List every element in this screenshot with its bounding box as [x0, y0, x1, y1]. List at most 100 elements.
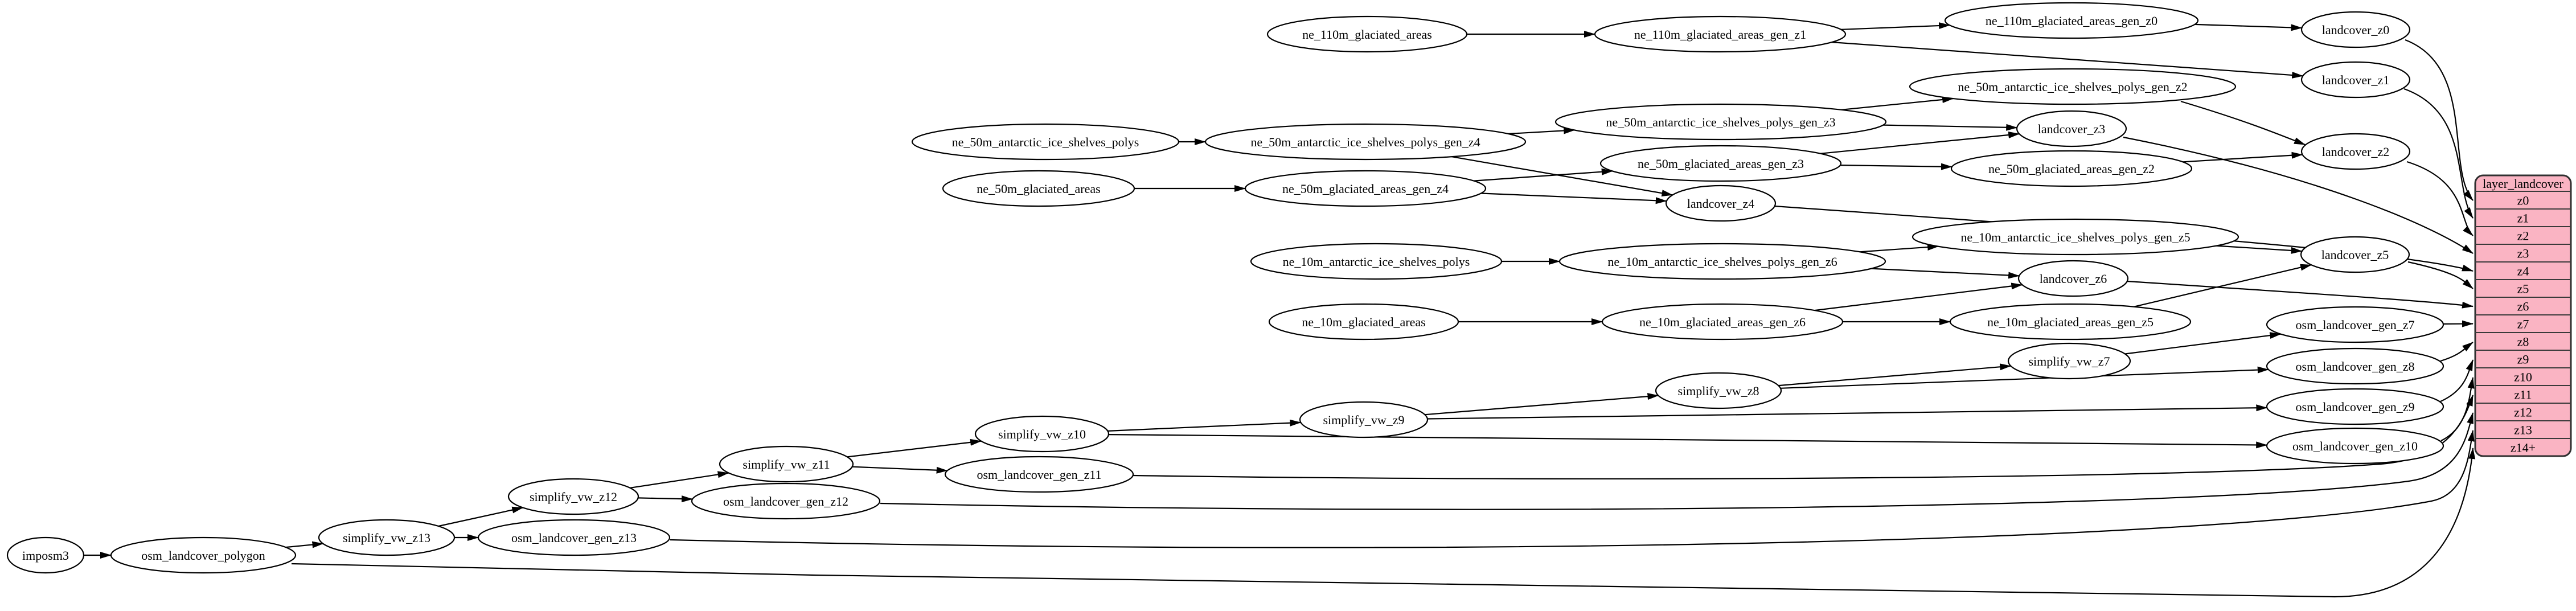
node-ne_10m_antarctic_ice_shelves_polys_gen_z6: ne_10m_antarctic_ice_shelves_polys_gen_z…	[1558, 243, 1886, 280]
node-label-osm_landcover_gen_z11: osm_landcover_gen_z11	[977, 468, 1101, 482]
node-ellipse-landcover_z1	[2300, 61, 2411, 99]
node-label-osm_landcover_gen_z13: osm_landcover_gen_z13	[511, 531, 637, 545]
node-ne_110m_glaciated_areas_gen_z0: ne_110m_glaciated_areas_gen_z0	[1944, 2, 2199, 39]
node-ellipse-ne_110m_glaciated_areas	[1266, 15, 1468, 53]
table-layer-landcover: layer_landcoverz0z1z2z3z4z5z6z7z8z9z10z1…	[2474, 174, 2572, 457]
node-osm_landcover_gen_z10: osm_landcover_gen_z10	[2266, 427, 2444, 465]
node-ellipse-ne_50m_glaciated_areas	[942, 170, 1135, 207]
node-ellipse-ne_10m_antarctic_ice_shelves_polys	[1250, 243, 1503, 280]
edge-ne_50m_antarctic_ice_shelves_polys_gen_z3-to-landcover_z3	[1883, 124, 2018, 131]
edge-ne_10m_antarctic_ice_shelves_polys_gen_z6-to-landcover_z6	[1871, 268, 2020, 279]
node-label-ne_50m_glaciated_areas_gen_z3: ne_50m_glaciated_areas_gen_z3	[1638, 157, 1804, 171]
edge-ne_10m_glaciated_areas_gen_z6-to-landcover_z6	[1814, 282, 2023, 311]
table-row-z9: z9	[2517, 352, 2529, 367]
node-osm_landcover_gen_z11: osm_landcover_gen_z11	[944, 456, 1134, 493]
node-ellipse-simplify_vw_z7	[2007, 342, 2131, 380]
node-label-simplify_vw_z11: simplify_vw_z11	[743, 457, 830, 471]
node-label-ne_110m_glaciated_areas_gen_z1: ne_110m_glaciated_areas_gen_z1	[1634, 27, 1806, 42]
table-row-z0: z0	[2517, 194, 2529, 208]
edge-simplify_vw_z8-to-osm_landcover_gen_z8	[1780, 366, 2269, 389]
edge-osm_landcover_gen_z10-to-layer-row-z10	[2440, 377, 2475, 441]
node-simplify_vw_z11: simplify_vw_z11	[719, 445, 854, 483]
node-label-landcover_z1: landcover_z1	[2322, 73, 2390, 87]
edge-simplify_vw_z13-to-simplify_vw_z12	[438, 506, 524, 527]
node-label-simplify_vw_z9: simplify_vw_z9	[1323, 413, 1405, 427]
node-osm_landcover_gen_z8: osm_landcover_gen_z8	[2266, 347, 2444, 385]
edge-osm_landcover_gen_z13-to-layer-row-z13	[670, 430, 2475, 548]
node-ellipse-landcover_z0	[2300, 11, 2411, 48]
edge-simplify_vw_z12-to-simplify_vw_z11	[630, 471, 729, 489]
node-ellipse-osm_landcover_gen_z12	[691, 482, 881, 520]
table-row-z1: z1	[2517, 211, 2529, 225]
node-landcover_z3: landcover_z3	[2016, 110, 2127, 147]
node-label-ne_10m_antarctic_ice_shelves_polys_gen_z6: ne_10m_antarctic_ice_shelves_polys_gen_z…	[1607, 255, 1837, 269]
edge-simplify_vw_z10-to-simplify_vw_z9	[1107, 419, 1302, 432]
node-landcover_z4: landcover_z4	[1665, 184, 1777, 222]
edge-simplify_vw_z11-to-osm_landcover_gen_z11	[852, 466, 948, 474]
node-ellipse-osm_landcover_gen_z11	[944, 456, 1134, 493]
node-label-ne_50m_antarctic_ice_shelves_polys_gen_z4: ne_50m_antarctic_ice_shelves_polys_gen_z…	[1250, 135, 1480, 149]
node-ellipse-ne_50m_antarctic_ice_shelves_polys_gen_z2	[1909, 68, 2237, 105]
node-label-ne_50m_glaciated_areas_gen_z4: ne_50m_glaciated_areas_gen_z4	[1282, 182, 1449, 196]
edge-simplify_vw_z10-to-osm_landcover_gen_z10	[1108, 434, 2268, 449]
node-ellipse-landcover_z3	[2016, 110, 2127, 147]
node-ne_50m_glaciated_areas_gen_z2: ne_50m_glaciated_areas_gen_z2	[1950, 150, 2193, 187]
node-ellipse-landcover_z2	[2300, 133, 2411, 170]
node-label-ne_10m_antarctic_ice_shelves_polys: ne_10m_antarctic_ice_shelves_polys	[1283, 255, 1470, 269]
node-label-ne_50m_antarctic_ice_shelves_polys: ne_50m_antarctic_ice_shelves_polys	[952, 135, 1139, 149]
table-row-z11: z11	[2515, 388, 2532, 402]
node-ne_10m_glaciated_areas_gen_z5: ne_10m_glaciated_areas_gen_z5	[1949, 303, 2192, 341]
node-ellipse-osm_landcover_gen_z13	[477, 519, 671, 556]
node-label-osm_landcover_gen_z8: osm_landcover_gen_z8	[2296, 359, 2415, 374]
node-label-landcover_z4: landcover_z4	[1687, 196, 1755, 211]
node-ellipse-imposm3	[6, 536, 85, 574]
node-ellipse-osm_landcover_polygon	[110, 536, 297, 574]
node-ne_10m_glaciated_areas_gen_z6: ne_10m_glaciated_areas_gen_z6	[1601, 303, 1844, 341]
node-ellipse-ne_110m_glaciated_areas_gen_z1	[1594, 15, 1847, 53]
table-row-z13: z13	[2514, 423, 2532, 437]
node-label-landcover_z6: landcover_z6	[2040, 272, 2107, 286]
node-ne_50m_antarctic_ice_shelves_polys_gen_z3: ne_50m_antarctic_ice_shelves_polys_gen_z…	[1554, 103, 1887, 141]
node-simplify_vw_z7: simplify_vw_z7	[2007, 342, 2131, 380]
node-ne_50m_glaciated_areas_gen_z4: ne_50m_glaciated_areas_gen_z4	[1244, 170, 1487, 207]
node-label-ne_110m_glaciated_areas: ne_110m_glaciated_areas	[1302, 27, 1432, 42]
node-ellipse-ne_110m_glaciated_areas_gen_z0	[1944, 2, 2199, 39]
edge-ne_50m_glaciated_areas_gen_z3-to-landcover_z3	[1820, 132, 2020, 154]
edge-landcover_z0-to-layer-row-z0	[2405, 39, 2474, 201]
node-simplify_vw_z9: simplify_vw_z9	[1299, 401, 1429, 438]
node-ellipse-ne_50m_glaciated_areas_gen_z4	[1244, 170, 1487, 207]
node-label-ne_110m_glaciated_areas_gen_z0: ne_110m_glaciated_areas_gen_z0	[1986, 14, 2157, 28]
node-simplify_vw_z10: simplify_vw_z10	[974, 415, 1110, 453]
table-row-z14+: z14+	[2511, 441, 2536, 455]
edge-osm_landcover_gen_z8-to-layer-row-z8	[2440, 342, 2474, 362]
node-ellipse-simplify_vw_z8	[1655, 372, 1782, 409]
edge-ne_50m_glaciated_areas_gen_z2-to-landcover_z2	[2183, 151, 2303, 163]
node-label-landcover_z5: landcover_z5	[2321, 248, 2389, 262]
edge-simplify_vw_z9-to-osm_landcover_gen_z9	[1427, 404, 2268, 420]
node-label-ne_10m_glaciated_areas_gen_z5: ne_10m_glaciated_areas_gen_z5	[1987, 315, 2153, 329]
node-ellipse-landcover_z4	[1665, 184, 1777, 222]
edge-osm_landcover_gen_z9-to-layer-row-z9	[2440, 359, 2474, 403]
node-ne_110m_glaciated_areas: ne_110m_glaciated_areas	[1266, 15, 1468, 53]
node-osm_landcover_gen_z12: osm_landcover_gen_z12	[691, 482, 881, 520]
node-label-osm_landcover_gen_z10: osm_landcover_gen_z10	[2292, 439, 2418, 453]
edge-landcover_z1-to-layer-row-z1	[2403, 88, 2474, 219]
edge-ne_10m_antarctic_ice_shelves_polys_gen_z6-to-ne_10m_antarctic_ice_shelves_polys_gen_z5	[1859, 244, 1939, 253]
edge-landcover_z5-to-layer-row-z5	[2407, 261, 2474, 289]
node-landcover_z5: landcover_z5	[2300, 236, 2410, 273]
node-ne_50m_antarctic_ice_shelves_polys_gen_z4: ne_50m_antarctic_ice_shelves_polys_gen_z…	[1204, 123, 1527, 161]
node-ellipse-simplify_vw_z9	[1299, 401, 1429, 438]
node-ellipse-ne_10m_antarctic_ice_shelves_polys_gen_z5	[1912, 218, 2239, 256]
edge-landcover_z4-to-layer-row-z4	[1774, 205, 2474, 272]
edge-simplify_vw_z8-to-simplify_vw_z7	[1778, 363, 2012, 387]
edge-ne_50m_antarctic_ice_shelves_polys_gen_z4-to-landcover_z4	[1451, 156, 1673, 197]
edge-simplify_vw_z9-to-simplify_vw_z8	[1425, 393, 1659, 416]
node-label-ne_50m_antarctic_ice_shelves_polys_gen_z3: ne_50m_antarctic_ice_shelves_polys_gen_z…	[1606, 115, 1835, 129]
node-label-simplify_vw_z7: simplify_vw_z7	[2029, 354, 2110, 368]
table-row-z3: z3	[2517, 247, 2529, 261]
edge-ne_50m_glaciated_areas_gen_z3-to-ne_50m_glaciated_areas_gen_z2	[1840, 163, 1952, 170]
node-ellipse-osm_landcover_gen_z7	[2266, 306, 2444, 343]
node-label-simplify_vw_z8: simplify_vw_z8	[1678, 384, 1759, 398]
table-row-z10: z10	[2514, 370, 2532, 384]
node-simplify_vw_z8: simplify_vw_z8	[1655, 372, 1782, 409]
